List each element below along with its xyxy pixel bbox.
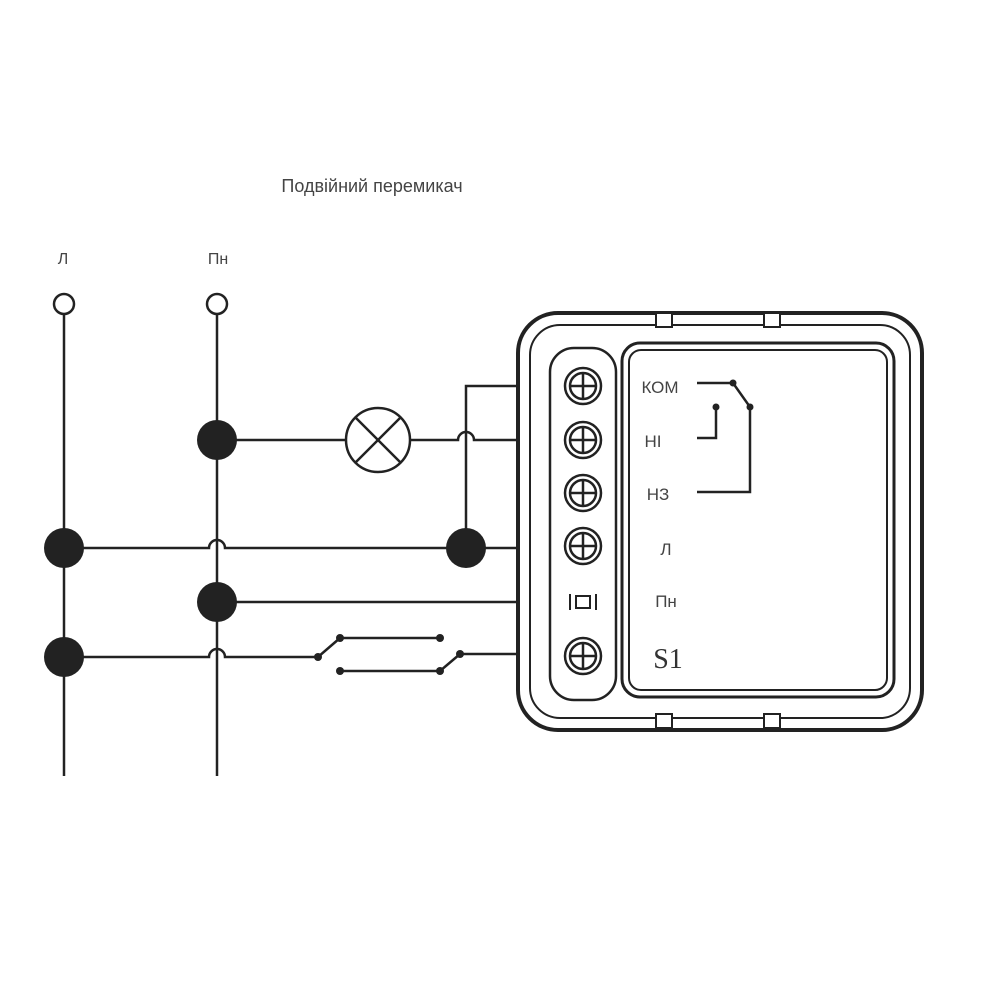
junction-icon — [44, 528, 84, 568]
junction-icon — [44, 637, 84, 677]
line-label: Л — [58, 251, 69, 268]
junction-icon — [446, 528, 486, 568]
wires — [64, 384, 578, 673]
terminal-label-line: Л — [660, 540, 671, 559]
relay-contact-icon — [697, 379, 754, 494]
relay-module: КОМ НІ НЗ Л Пн S1 — [516, 311, 924, 732]
neutral-label: Пн — [208, 251, 228, 268]
supply-rails — [52, 292, 229, 776]
junction-dots — [44, 420, 486, 677]
wire-line — [64, 538, 578, 550]
terminal-label-com: КОМ — [641, 378, 678, 397]
terminal-label-s1: S1 — [653, 644, 683, 675]
line-terminal-icon — [52, 292, 76, 316]
junction-icon — [197, 582, 237, 622]
screw-terminals — [563, 366, 603, 676]
terminal-label-neutral: Пн — [655, 592, 677, 611]
neutral-terminal-icon — [205, 292, 229, 316]
junction-icon — [197, 420, 237, 460]
lamp-icon — [344, 406, 412, 474]
diagram-title: Подвійний перемикач — [281, 176, 462, 196]
double-switch-icon — [314, 634, 464, 675]
terminal-label-nc: НЗ — [647, 485, 670, 504]
terminal-label-no: НІ — [645, 432, 662, 451]
